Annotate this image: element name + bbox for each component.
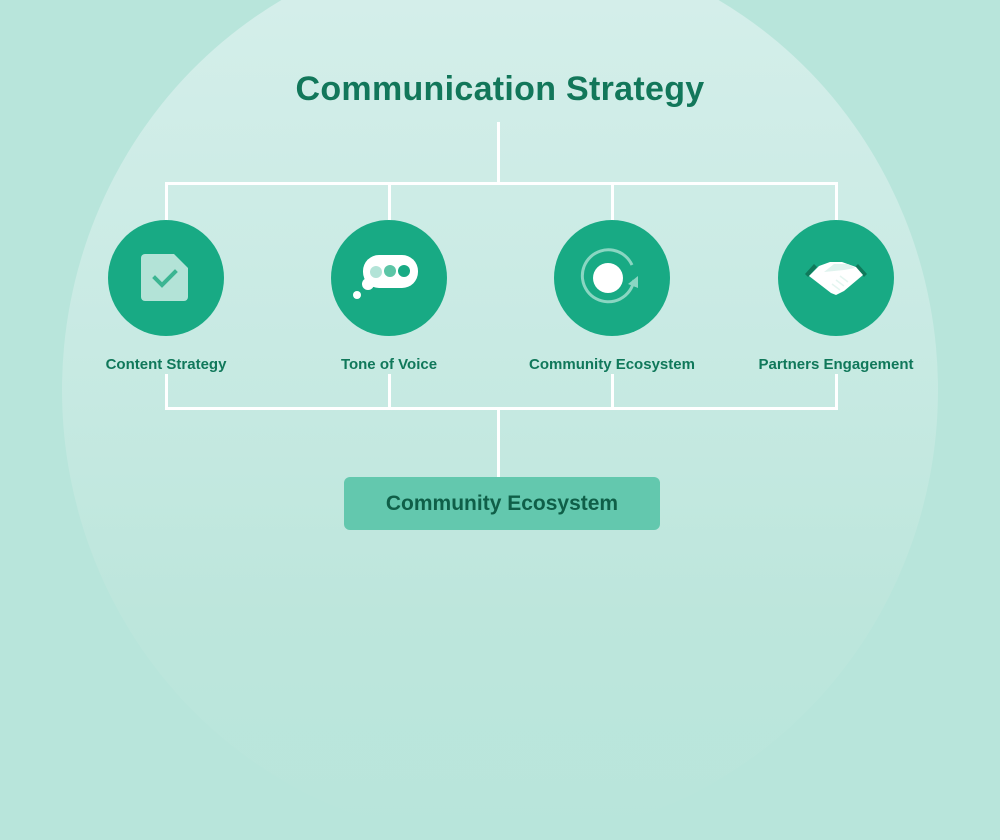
- connector-bottom-rise-3: [611, 374, 614, 410]
- node-label: Community Ecosystem: [529, 356, 695, 373]
- node-label: Content Strategy: [105, 356, 227, 373]
- connector-bottom-rise-4: [835, 374, 838, 410]
- background-halo: [62, 0, 938, 840]
- cycle-icon: [580, 248, 638, 304]
- connector-bottom-rise-2: [388, 374, 391, 410]
- node-label: Tone of Voice: [340, 356, 438, 373]
- connector-bottom-rise-1: [165, 374, 168, 410]
- node-circle: [554, 220, 670, 336]
- node-tone-of-voice: Tone of Voice: [289, 220, 489, 373]
- diagram-title: Communication Strategy: [295, 70, 705, 108]
- node-circle: [108, 220, 224, 336]
- document-check-icon: [141, 254, 188, 301]
- connector-top-drop-3: [611, 182, 614, 222]
- speech-bubble-icon: [353, 255, 418, 299]
- node-community-ecosystem: Community Ecosystem: [512, 220, 712, 373]
- node-label: Partners Engagement: [758, 356, 914, 373]
- result-label: Community Ecosystem: [385, 491, 619, 515]
- node-circle: [778, 220, 894, 336]
- node-circle: [331, 220, 447, 336]
- connector-result-stem: [497, 407, 500, 479]
- node-partners-engagement: Partners Engagement: [736, 220, 936, 373]
- connector-top-drop-1: [165, 182, 168, 222]
- connector-bottom-bar: [165, 407, 838, 410]
- connector-top-drop-4: [835, 182, 838, 222]
- handshake-icon: [805, 262, 867, 295]
- node-content-strategy: Content Strategy: [66, 220, 266, 373]
- connector-title-stem: [497, 122, 500, 185]
- connector-top-drop-2: [388, 182, 391, 222]
- connector-top-bar: [165, 182, 838, 185]
- result-box: Community Ecosystem: [344, 477, 660, 530]
